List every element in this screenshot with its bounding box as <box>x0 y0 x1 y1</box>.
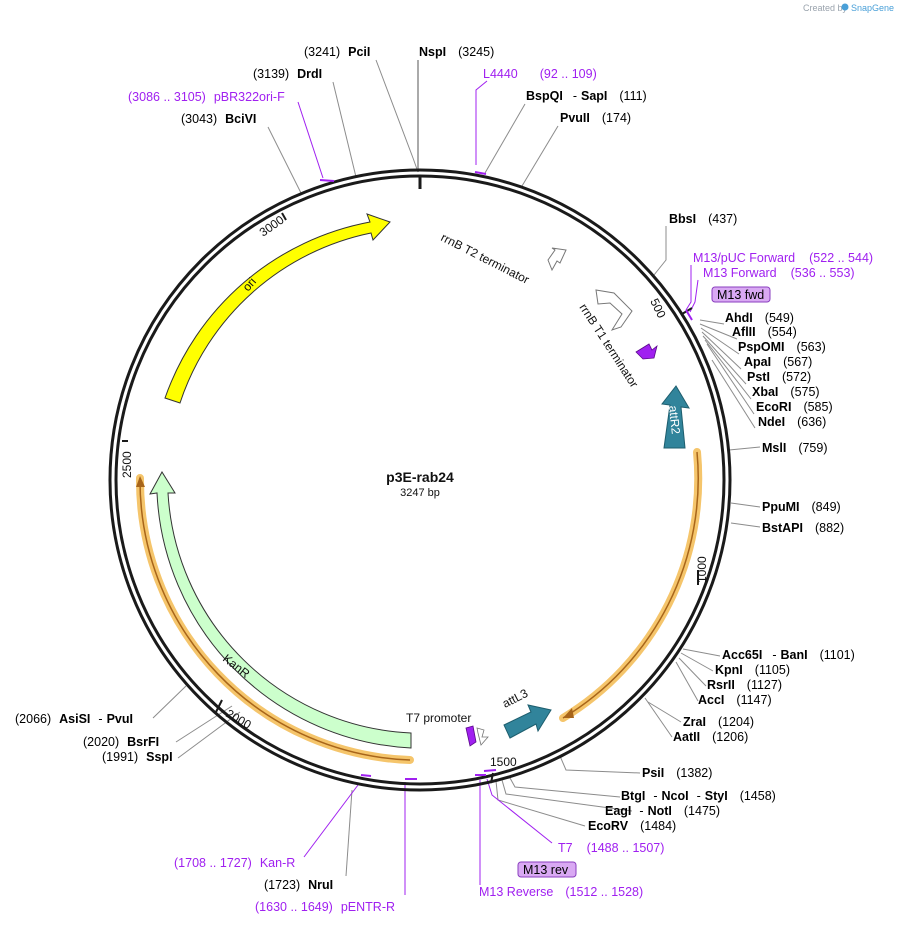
primer-pentr-r[interactable]: (1630 .. 1649)pENTR-R <box>255 900 395 914</box>
attr2-feature[interactable] <box>661 385 690 449</box>
site-pcii[interactable]: (3241)PciI <box>304 45 370 59</box>
site-drdi[interactable]: (3139)DrdI <box>253 67 322 81</box>
backbone-outer-ring <box>108 168 732 792</box>
tick-label-2500: 2500 <box>120 451 134 478</box>
site-asisi[interactable]: (2066)AsiSI-PvuI <box>15 712 133 726</box>
site-rsrii[interactable]: RsrII(1127) <box>707 678 782 692</box>
site-ndei[interactable]: NdeI(636) <box>758 415 826 429</box>
m13-fwd-box[interactable] <box>711 286 771 303</box>
primer-m13-forward[interactable]: M13 Forward(536 .. 553) <box>703 266 855 280</box>
site-bspqi[interactable]: BspQI-SapI(111) <box>526 89 647 103</box>
site-psti[interactable]: PstI(572) <box>747 370 811 384</box>
site-bcivi[interactable]: (3043)BciVI <box>181 112 256 126</box>
m13-fwd-binding-arrow <box>635 343 658 360</box>
kanr-orf-highlight <box>135 474 414 764</box>
site-leader-lines <box>152 59 761 877</box>
site-xbai[interactable]: XbaI(575) <box>752 385 820 399</box>
rrnb-t1-feature[interactable] <box>595 289 633 331</box>
plasmid-name: p3E-rab24 <box>386 469 454 485</box>
site-pvuii[interactable]: PvuII(174) <box>560 111 631 125</box>
site-acci[interactable]: AccI(1147) <box>698 693 772 707</box>
primer-marks <box>319 171 693 780</box>
primer-kan-r[interactable]: (1708 .. 1727)Kan-R <box>174 856 295 870</box>
primer-leader-lines <box>297 80 699 895</box>
rrnb-t2-feature[interactable] <box>547 247 567 272</box>
site-bsrfi[interactable]: (2020)BsrFI <box>83 735 159 749</box>
site-sspi[interactable]: (1991)SspI <box>102 750 173 764</box>
primer-l4440[interactable]: L4440(92 .. 109) <box>483 67 597 81</box>
site-ahdi[interactable]: AhdI(549) <box>725 311 794 325</box>
primer-pbr322ori-f[interactable]: (3086 .. 3105)pBR322ori-F <box>128 90 285 104</box>
site-zrai[interactable]: ZraI(1204) <box>683 715 754 729</box>
attr2-label: attR2 <box>666 405 683 435</box>
rrnb-t2-label: rrnB T2 terminator <box>439 230 532 287</box>
m13-rev-label: M13 rev <box>523 863 569 877</box>
primer-m13-reverse[interactable]: M13 Reverse(1512 .. 1528) <box>479 885 643 899</box>
plasmid-length: 3247 bp <box>400 487 440 499</box>
rrnb-t1-label: rrnB T1 terminator <box>576 301 641 390</box>
site-aflii[interactable]: AflII(554) <box>732 325 797 339</box>
site-nspi[interactable]: NspI(3245) <box>419 45 494 59</box>
snapgene-logo-icon <box>841 3 849 11</box>
credit-brand: SnapGene <box>851 3 894 13</box>
attl3-label: attL3 <box>500 686 530 711</box>
site-eagi[interactable]: EagI-NotI(1475) <box>605 804 720 818</box>
primer-m13-puc-forward[interactable]: M13/pUC Forward(522 .. 544) <box>693 251 873 265</box>
attl3-orf-line <box>562 451 699 719</box>
kanr-orf-arrowhead <box>136 476 145 487</box>
m13-rev-box[interactable] <box>517 861 577 878</box>
site-apai[interactable]: ApaI(567) <box>744 355 812 369</box>
t7-promoter-arrow-icon <box>476 727 489 746</box>
site-pspomi[interactable]: PspOMI(563) <box>738 340 826 354</box>
site-kpni[interactable]: KpnI(1105) <box>715 663 790 677</box>
t7-promoter-label: T7 promoter <box>406 711 471 725</box>
credit-prefix: Created by <box>803 3 848 13</box>
kanr-feature[interactable] <box>149 471 412 749</box>
site-aatii[interactable]: AatII(1206) <box>673 730 748 744</box>
ori-feature[interactable] <box>164 213 391 404</box>
site-bstapi[interactable]: BstAPI(882) <box>762 521 844 535</box>
tick-label-1000: 1000 <box>695 556 709 583</box>
attl3-orf-arrowhead <box>563 708 574 718</box>
site-ecorv[interactable]: EcoRV(1484) <box>588 819 676 833</box>
kanr-orf-line <box>139 477 411 761</box>
site-msli[interactable]: MslI(759) <box>762 441 828 455</box>
site-btgi[interactable]: BtgI-NcoI-StyI(1458) <box>621 789 776 803</box>
t7-promoter-feature[interactable] <box>465 725 477 747</box>
site-ecori[interactable]: EcoRI(585) <box>756 400 833 414</box>
site-psii[interactable]: PsiI(1382) <box>642 766 712 780</box>
site-acc65i[interactable]: Acc65I-BanI(1101) <box>722 648 855 662</box>
tick-label-1500: 1500 <box>490 755 517 769</box>
site-bbsi[interactable]: BbsI(437) <box>669 212 737 226</box>
attl3-feature[interactable] <box>503 704 552 739</box>
m13-fwd-label: M13 fwd <box>717 288 764 302</box>
site-ppumi[interactable]: PpuMI(849) <box>762 500 841 514</box>
site-nrui[interactable]: (1723)NruI <box>264 878 333 892</box>
primer-t7[interactable]: T7(1488 .. 1507) <box>558 841 664 855</box>
tick-label-3000: 3000 <box>257 212 287 239</box>
tick-label-2000: 2000 <box>224 706 254 732</box>
